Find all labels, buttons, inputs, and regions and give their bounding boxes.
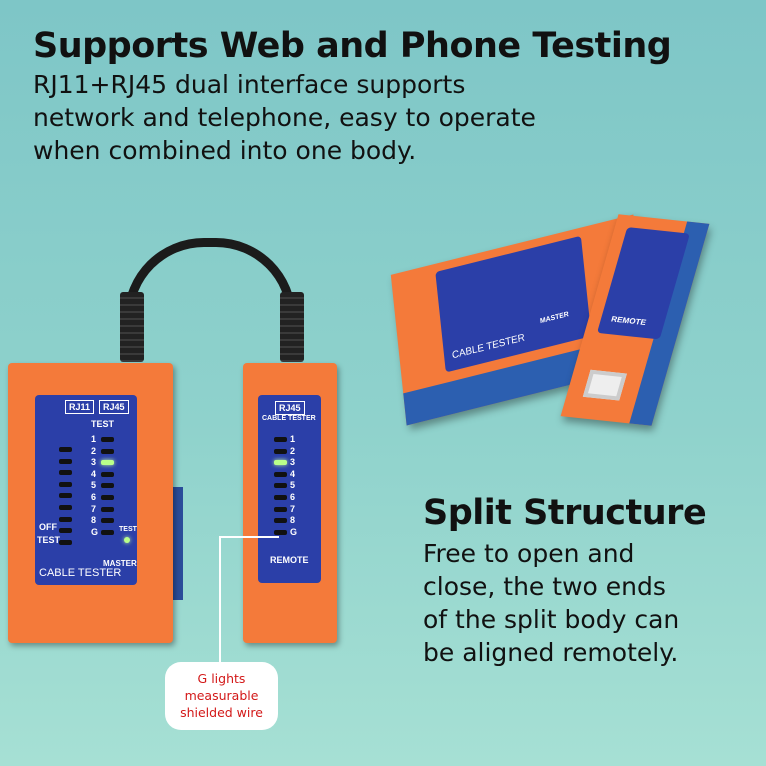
- rj45-plug: [120, 292, 144, 362]
- pin-number: 2: [290, 445, 296, 456]
- network-cable: [124, 238, 296, 318]
- pin-led: [59, 505, 72, 510]
- pin-led: [59, 516, 72, 522]
- pin-number: G: [91, 526, 99, 537]
- pin-led: [101, 518, 114, 524]
- pin-number: 7: [290, 503, 296, 514]
- callout-text: G lights: [197, 671, 246, 686]
- test-switch-label: TEST: [37, 535, 61, 545]
- pin-led: [101, 495, 114, 500]
- test-led-label: TEST: [119, 526, 137, 533]
- pin-number: 6: [290, 492, 296, 502]
- split-line: Free to open and: [423, 539, 635, 568]
- subtitle-line: RJ11+RJ45 dual interface supports: [33, 70, 466, 99]
- pin-led: [101, 506, 114, 512]
- pin-led: [101, 529, 114, 535]
- pin-led: [274, 483, 287, 489]
- pin-led: [274, 529, 287, 535]
- remote-panel-angled: REMOTE: [596, 227, 690, 340]
- callout-text: shielded wire: [180, 705, 263, 720]
- split-line: be aligned remotely.: [423, 638, 679, 667]
- remote-label: REMOTE: [270, 555, 309, 565]
- split-line: of the split body can: [423, 605, 680, 634]
- cable-tester-label: CABLE TESTER: [451, 332, 526, 362]
- pin-number: 4: [290, 468, 296, 479]
- pin-number: 1: [91, 434, 97, 444]
- pin-led: [59, 493, 72, 499]
- subtitle: RJ11+RJ45 dual interface supports networ…: [33, 68, 536, 167]
- side-tab: [170, 487, 183, 600]
- pin-led: [274, 471, 287, 477]
- pin-number: 7: [91, 503, 97, 514]
- pin-number: 4: [91, 468, 97, 479]
- master-label: MASTER: [103, 559, 137, 568]
- pin-led: [59, 470, 72, 476]
- pin-led: [101, 437, 114, 442]
- pin-led: [101, 471, 114, 477]
- test-led: [124, 537, 130, 543]
- master-panel-angled: CABLE TESTER MASTER: [435, 235, 592, 373]
- rj45-port-label: RJ45: [99, 400, 129, 414]
- pin-led: [101, 483, 114, 489]
- pin-led: [59, 481, 72, 487]
- cable-tester-label: CABLE TESTER: [39, 567, 122, 579]
- pin-led: [274, 506, 287, 512]
- headline: Supports Web and Phone Testing: [33, 26, 672, 66]
- split-line: close, the two ends: [423, 572, 666, 601]
- pin-led: [59, 539, 72, 545]
- pin-number: 3: [290, 457, 296, 468]
- pin-number: 1: [290, 434, 296, 444]
- pin-number: 6: [91, 492, 97, 502]
- master-label: MASTER: [539, 311, 570, 326]
- pin-led: [59, 528, 72, 534]
- pin-number: 5: [91, 480, 97, 491]
- subtitle-line: network and telephone, easy to operate: [33, 103, 536, 132]
- rj45-plug: [280, 292, 304, 362]
- split-title: Split Structure: [423, 493, 707, 533]
- pin-led: [59, 458, 72, 464]
- callout-line: [219, 536, 221, 662]
- pin-led: [59, 447, 72, 452]
- rj11-port-label: RJ11: [65, 400, 95, 414]
- pin-led: [101, 460, 114, 466]
- callout-line: [219, 536, 279, 538]
- pin-led: [274, 518, 287, 524]
- pin-led: [101, 448, 114, 454]
- pin-number: 2: [91, 445, 97, 456]
- pin-number: 5: [290, 480, 296, 491]
- pin-led: [274, 495, 287, 500]
- cable-tester-label: CABLE TESTER: [262, 415, 316, 422]
- remote-label: REMOTE: [610, 314, 648, 327]
- subtitle-line: when combined into one body.: [33, 136, 417, 165]
- test-label: TEST: [91, 419, 115, 429]
- pin-number: 3: [91, 457, 97, 468]
- pin-number: G: [290, 526, 298, 537]
- callout-bubble: G lights measurable shielded wire: [165, 662, 278, 730]
- split-description: Free to open and close, the two ends of …: [423, 537, 679, 669]
- callout-text: measurable: [184, 688, 259, 703]
- pin-number: 8: [91, 515, 97, 526]
- rj45-port-label: RJ45: [275, 401, 305, 415]
- pin-led: [274, 460, 287, 466]
- off-label: OFF: [39, 522, 57, 532]
- pin-led: [274, 437, 287, 442]
- rj45-jack: [582, 369, 627, 401]
- pin-led: [274, 448, 287, 454]
- pin-number: 8: [290, 515, 296, 526]
